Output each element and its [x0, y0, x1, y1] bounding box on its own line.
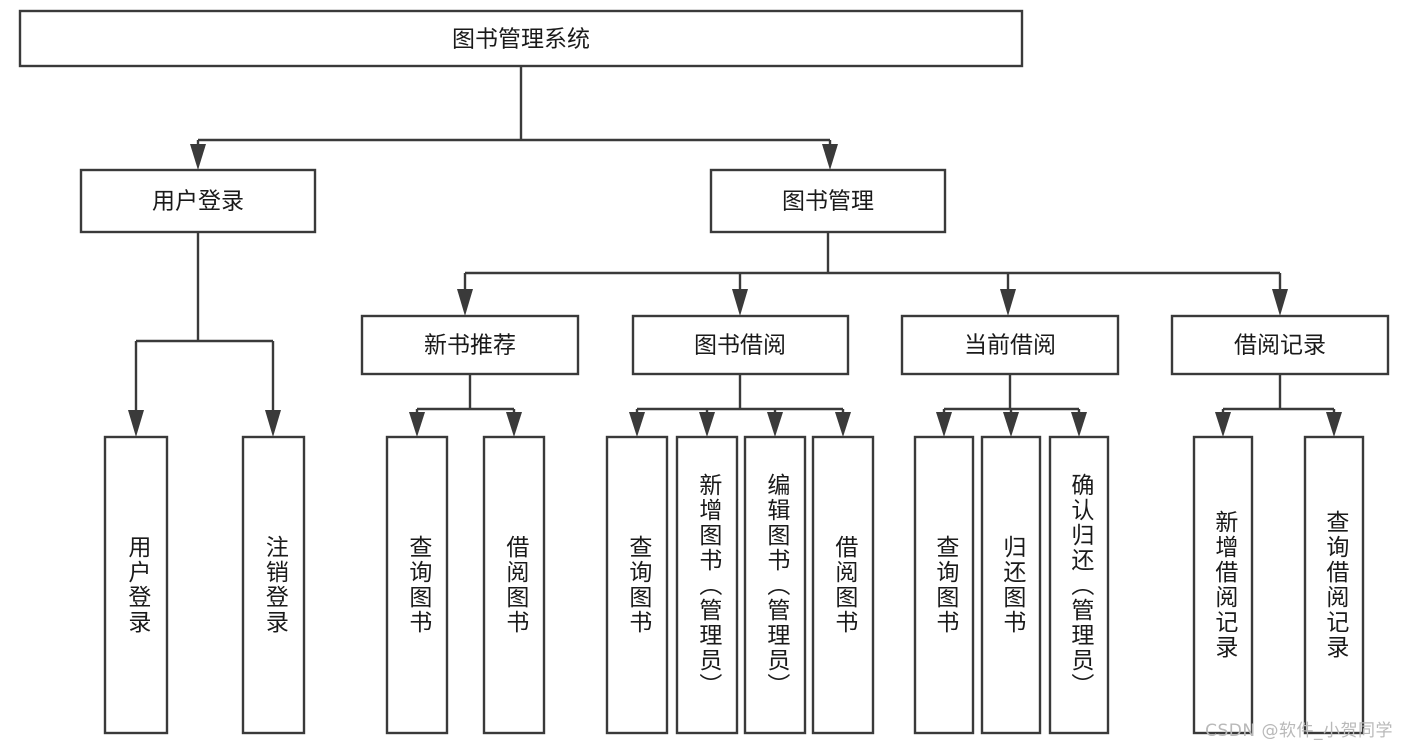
node-leaf-borrow-book-2-box[interactable]	[811, 435, 875, 735]
arrow-to-leaf-borrow-book-1	[506, 412, 522, 437]
node-current-borrow-label: 当前借阅	[964, 333, 1056, 359]
arrow-root-to-book-mgmt	[822, 144, 838, 170]
node-leaf-logout-box[interactable]	[241, 435, 306, 735]
node-box-group: 图书管理系统 用户登录 图书管理 新书推荐 图书借阅 当前借阅 借阅记录	[18, 9, 1390, 376]
arrow-to-leaf-add-book	[699, 412, 715, 437]
node-leaf-add-record-box[interactable]	[1192, 435, 1254, 735]
arrow-to-leaf-borrow-book-2	[835, 412, 851, 437]
arrow-to-leaf-logout	[265, 410, 281, 437]
node-book-borrow-box[interactable]	[631, 314, 850, 376]
arrow-to-leaf-return-book	[1003, 412, 1019, 437]
arrow-to-leaf-query-book-1	[409, 412, 425, 437]
arrow-to-leaf-confirm-return	[1071, 412, 1087, 437]
node-borrow-record-box[interactable]	[1170, 314, 1390, 376]
node-new-book-rec-label: 新书推荐	[424, 333, 516, 359]
arrow-to-leaf-edit-book	[767, 412, 783, 437]
node-book-borrow-label: 图书借阅	[694, 333, 786, 359]
node-root-box[interactable]	[18, 9, 1024, 68]
arrow-to-leaf-add-record	[1215, 412, 1231, 437]
node-leaf-borrow-book-1-box[interactable]	[482, 435, 546, 735]
arrow-to-leaf-query-book-3	[936, 412, 952, 437]
arrow-to-book-borrow	[732, 289, 748, 316]
node-root-label: 图书管理系统	[452, 27, 590, 53]
arrow-to-current-borrow	[1000, 289, 1016, 316]
node-new-book-rec-box[interactable]	[360, 314, 580, 376]
node-user-login-label: 用户登录	[152, 189, 244, 215]
node-current-borrow-box[interactable]	[900, 314, 1120, 376]
arrow-to-borrow-record	[1272, 289, 1288, 316]
arrow-to-new-book-rec	[457, 289, 473, 316]
node-leaf-query-book-1-box[interactable]	[385, 435, 449, 735]
arrow-to-leaf-query-book-2	[629, 412, 645, 437]
arrow-to-leaf-user-login	[128, 410, 144, 437]
connector-group	[128, 66, 1342, 437]
node-leaf-query-book-2-box[interactable]	[605, 435, 669, 735]
node-leaf-return-book-box[interactable]	[980, 435, 1042, 735]
node-book-mgmt-label: 图书管理	[782, 189, 874, 215]
node-leaf-query-record-box[interactable]	[1303, 435, 1365, 735]
node-leaf-confirm-return-box[interactable]	[1048, 435, 1110, 735]
arrow-root-to-user-login	[190, 144, 206, 170]
arrow-to-leaf-query-record	[1326, 412, 1342, 437]
node-borrow-record-label: 借阅记录	[1234, 333, 1326, 359]
node-user-login-box[interactable]	[79, 168, 317, 234]
node-leaf-query-book-3-box[interactable]	[913, 435, 975, 735]
node-book-mgmt-box[interactable]	[709, 168, 947, 234]
node-leaf-edit-book-box[interactable]	[743, 435, 807, 735]
watermark-text: CSDN @软件_小贺同学	[1205, 721, 1393, 741]
node-leaf-user-login-box[interactable]	[103, 435, 169, 735]
node-leaf-add-book-box[interactable]	[675, 435, 739, 735]
leaf-box-group	[103, 435, 1365, 735]
